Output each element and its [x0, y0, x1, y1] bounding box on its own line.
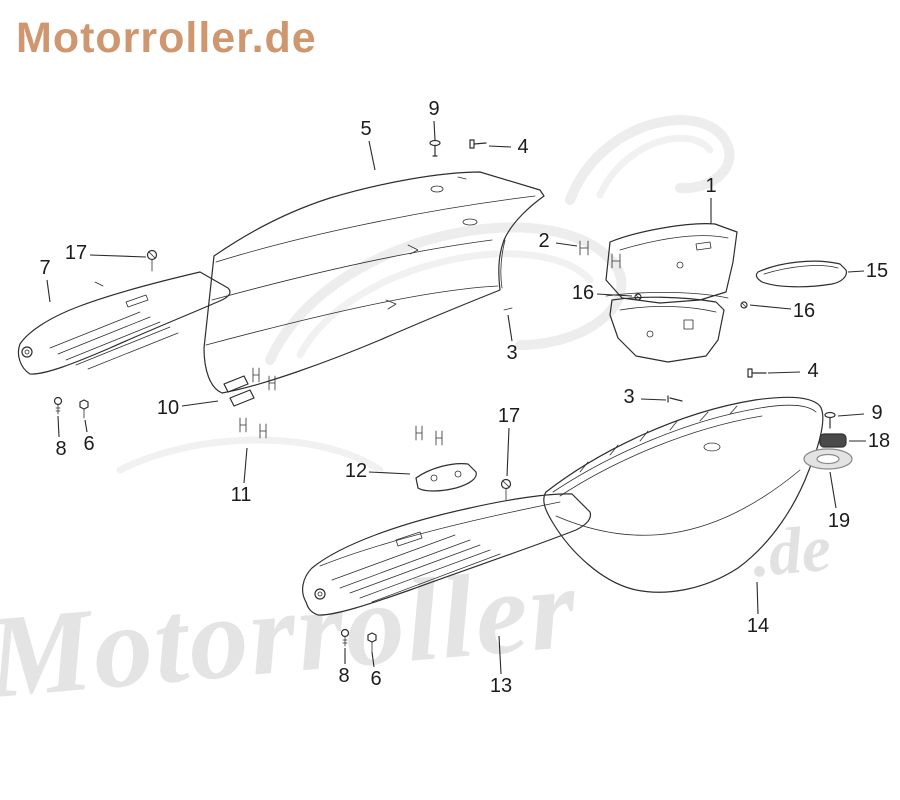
leader-line-13-23: [498, 635, 502, 675]
callout-3-12: 3: [623, 386, 635, 408]
leader-line-16-9: [749, 304, 792, 310]
part-8-6-bolts-bottom: [340, 628, 377, 653]
leader-line-17-5: [89, 254, 147, 258]
callout-2-4: 2: [538, 230, 550, 252]
part-17-screws: [146, 249, 512, 501]
callout-9-1: 9: [428, 98, 440, 120]
callout-12-19: 12: [344, 460, 368, 482]
leader-line-8-17: [57, 415, 60, 438]
callout-16-8: 16: [571, 282, 595, 304]
leader-line-2-4: [555, 242, 578, 247]
callout-15-7: 15: [865, 260, 889, 282]
callout-4-11: 4: [807, 360, 819, 382]
callout-5-0: 5: [360, 118, 372, 140]
leader-line-19-21: [829, 471, 837, 509]
leader-line-5-0: [368, 140, 376, 171]
part-14-rear-side-cover: [543, 396, 824, 593]
callout-9-14: 9: [871, 402, 883, 424]
watermark-swirl-center: [265, 222, 627, 365]
part-1-rear-cover-assembly: [605, 223, 738, 363]
leader-line-11-20: [243, 447, 248, 484]
callout-13-23: 13: [489, 675, 513, 697]
leader-line-9-1: [433, 120, 436, 141]
callout-6-18: 6: [83, 433, 95, 455]
leader-line-6-18: [84, 419, 88, 433]
watermark-swirl-top-right: [565, 115, 735, 205]
callout-4-2: 4: [517, 136, 529, 158]
callout-10-13: 10: [156, 397, 180, 419]
callout-14-22: 14: [746, 615, 770, 637]
part-3-fasteners: [503, 307, 683, 403]
callout-7-6: 7: [39, 257, 51, 279]
leader-line-17-15: [506, 427, 510, 477]
part-12-bracket: [415, 425, 477, 492]
part-18-rubber-pad: [819, 433, 847, 448]
part-7-side-panel-left: [17, 271, 231, 375]
part-4-bolts: [469, 139, 767, 378]
part-13-side-panel-bottom: [302, 493, 592, 616]
leader-line-12-19: [368, 471, 411, 475]
leader-line-4-2: [488, 145, 512, 148]
part-15-trim-strip: [755, 260, 847, 288]
leader-line-4-11: [767, 371, 801, 374]
leader-line-15-7: [847, 270, 865, 273]
part-2-clips: [579, 240, 621, 269]
leader-line-3-12: [640, 398, 667, 401]
callout-8-24: 8: [338, 665, 350, 687]
callout-8-17: 8: [55, 438, 67, 460]
watermark-swirl-lower-left: [116, 436, 384, 474]
leader-line-3-10: [507, 314, 513, 342]
leader-line-14-22: [756, 581, 759, 615]
leader-line-10-13: [181, 400, 219, 407]
leader-line-7-6: [46, 279, 51, 303]
part-8-6-bolts-left: [53, 396, 89, 419]
brand-watermark: Motorroller.de: [16, 14, 317, 62]
leader-line-16-8: [596, 293, 633, 297]
callout-17-15: 17: [497, 405, 521, 427]
callout-16-9: 16: [792, 300, 816, 322]
part-10-bracket: [223, 375, 255, 407]
part-5-side-cover-top: [203, 171, 545, 394]
part-11-clips: [239, 367, 276, 439]
callout-6-25: 6: [370, 668, 382, 690]
callout-19-21: 19: [827, 510, 851, 532]
callout-17-5: 17: [64, 242, 88, 264]
part-16-screws: [634, 293, 748, 309]
callout-11-20: 11: [230, 484, 252, 506]
callout-1-3: 1: [705, 175, 717, 197]
callout-3-10: 3: [506, 342, 518, 364]
leader-line-6-25: [371, 651, 375, 668]
part-9-screws: [429, 139, 836, 429]
callout-18-16: 18: [867, 430, 891, 452]
part-19-washer: [803, 448, 853, 470]
leader-line-9-14: [837, 413, 865, 417]
